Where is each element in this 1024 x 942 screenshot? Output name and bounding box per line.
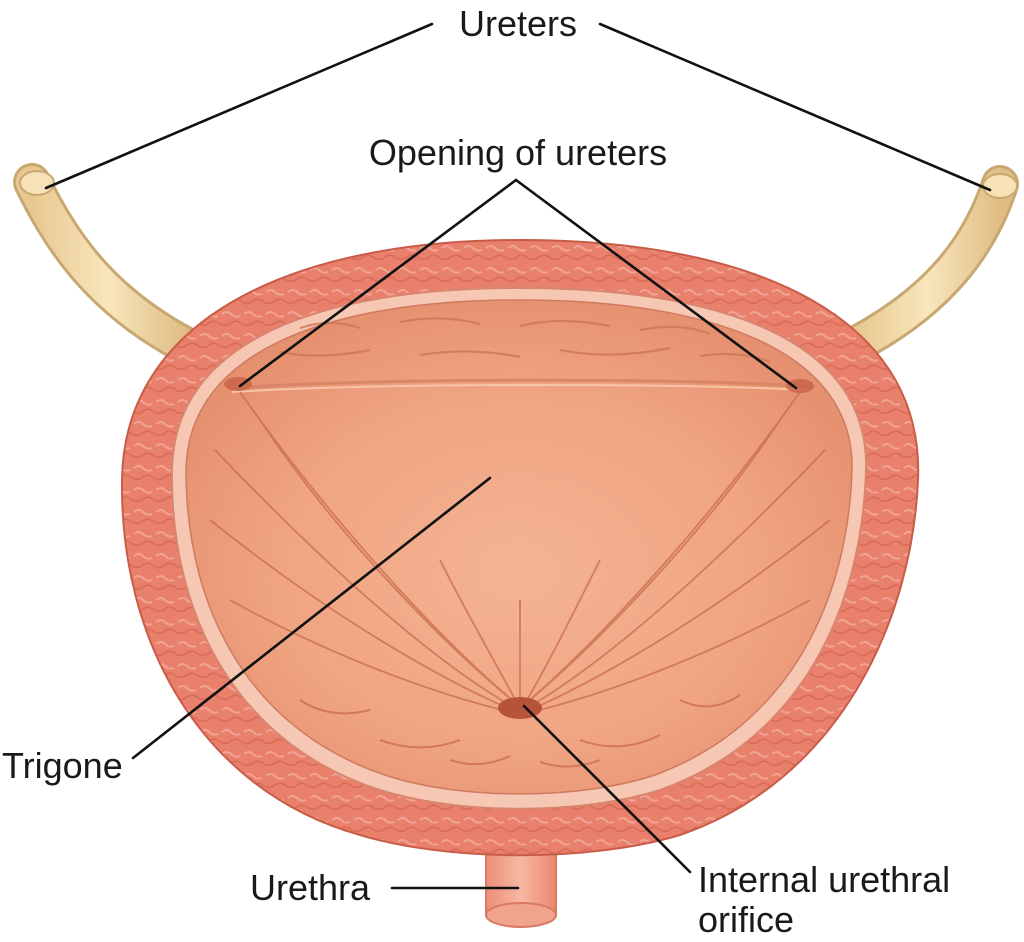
label-urethra: Urethra [250,867,371,908]
label-opening-of-ureters: Opening of ureters [369,132,667,173]
left-ureter [13,163,204,364]
leader-lines [44,22,992,890]
label-trigone: Trigone [2,745,123,786]
urethra-tube [485,839,557,928]
bladder-cavity [185,299,853,795]
label-internal-urethral-line2: orifice [698,899,794,940]
label-internal-urethral-line1: Internal urethral [698,859,950,900]
label-ureters: Ureters [459,3,577,44]
right-ureter [836,165,1019,364]
